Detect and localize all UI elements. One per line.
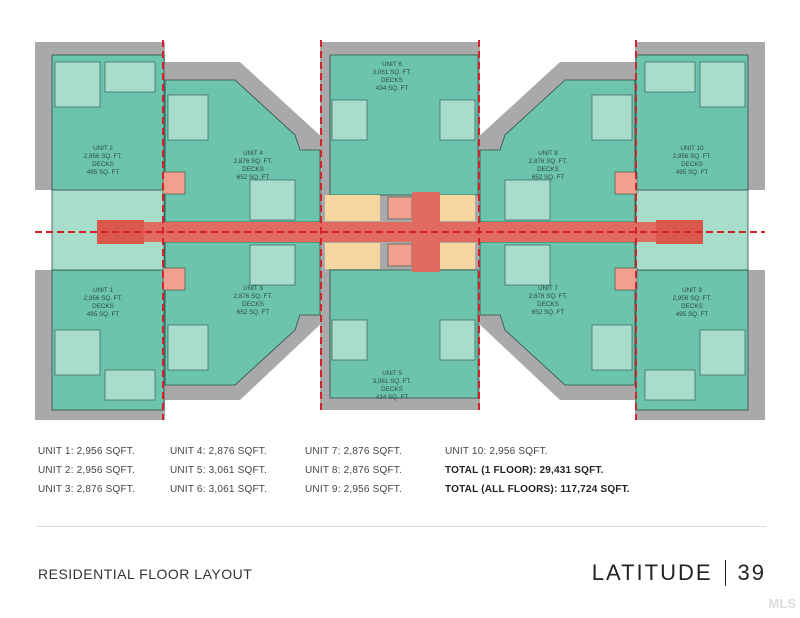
svg-text:652 SQ. FT: 652 SQ. FT [237,174,270,181]
mls-watermark: MLS [768,596,796,611]
summary-item: UNIT 6: 3,061 SQFT. [170,484,267,495]
total-all-floors: TOTAL (ALL FLOORS): 117,724 SQFT. [445,484,630,495]
brand-logo: LATITUDE 39 [592,560,766,586]
svg-text:652 SQ. FT: 652 SQ. FT [532,174,565,181]
summary-item: UNIT 4: 2,876 SQFT. [170,446,267,457]
svg-text:652 SQ. FT: 652 SQ. FT [532,309,565,316]
svg-text:652 SQ. FT: 652 SQ. FT [237,309,270,316]
summary-item: UNIT 5: 3,061 SQFT. [170,465,267,476]
svg-text:DECKS: DECKS [381,386,403,393]
svg-text:495 SQ. FT: 495 SQ. FT [676,311,709,318]
svg-text:UNIT 5: UNIT 5 [382,370,402,377]
total-one-floor: TOTAL (1 FLOOR): 29,431 SQFT. [445,465,604,476]
svg-text:UNIT 1: UNIT 1 [93,287,113,294]
svg-text:434 SQ. FT: 434 SQ. FT [376,85,409,92]
svg-text:434 SQ. FT: 434 SQ. FT [376,394,409,401]
svg-text:2,956 SQ. FT.: 2,956 SQ. FT. [84,295,123,302]
rooms [54,61,746,401]
svg-text:2,956 SQ. FT.: 2,956 SQ. FT. [84,153,123,160]
svg-text:495 SQ. FT: 495 SQ. FT [676,169,709,176]
divider [36,526,766,527]
svg-text:UNIT 8: UNIT 8 [538,150,558,157]
lobby-areas [325,195,475,269]
svg-text:DECKS: DECKS [681,161,703,168]
svg-text:2,876 SQ. FT.: 2,876 SQ. FT. [529,158,568,165]
svg-text:2,876 SQ. FT.: 2,876 SQ. FT. [234,293,273,300]
svg-text:DECKS: DECKS [381,77,403,84]
section-title: RESIDENTIAL FLOOR LAYOUT [38,566,253,582]
summary-item: UNIT 8: 2,876 SQFT. [305,465,402,476]
svg-text:2,956 SQ. FT.: 2,956 SQ. FT. [673,153,712,160]
svg-text:495 SQ. FT: 495 SQ. FT [87,311,120,318]
summary-item: UNIT 9: 2,956 SQFT. [305,484,402,495]
svg-text:2,876 SQ. FT.: 2,876 SQ. FT. [234,158,273,165]
svg-text:DECKS: DECKS [92,303,114,310]
svg-text:DECKS: DECKS [537,166,559,173]
svg-text:2,876 SQ. FT.: 2,876 SQ. FT. [529,293,568,300]
svg-text:UNIT 7: UNIT 7 [538,285,558,292]
svg-text:UNIT 3: UNIT 3 [243,285,263,292]
unit-dividers [35,40,765,420]
page-number: 39 [737,560,766,585]
svg-text:UNIT 10: UNIT 10 [680,145,704,152]
svg-text:3,061 SQ. FT.: 3,061 SQ. FT. [373,69,412,76]
svg-text:UNIT 6: UNIT 6 [382,61,402,68]
svg-text:3,061 SQ. FT.: 3,061 SQ. FT. [373,378,412,385]
summary-item: UNIT 3: 2,876 SQFT. [38,484,135,495]
svg-text:UNIT 9: UNIT 9 [682,287,702,294]
summary-item: UNIT 7: 2,876 SQFT. [305,446,402,457]
svg-text:DECKS: DECKS [681,303,703,310]
svg-text:UNIT 2: UNIT 2 [93,145,113,152]
summary-item: UNIT 10: 2,956 SQFT. [445,446,548,457]
svg-text:DECKS: DECKS [92,161,114,168]
svg-text:2,956 SQ. FT.: 2,956 SQ. FT. [673,295,712,302]
summary-item: UNIT 1: 2,956 SQFT. [38,446,135,457]
svg-text:495 SQ. FT: 495 SQ. FT [87,169,120,176]
brand-separator [724,560,726,586]
summary-item: UNIT 2: 2,956 SQFT. [38,465,135,476]
svg-text:DECKS: DECKS [537,301,559,308]
svg-text:DECKS: DECKS [242,166,264,173]
brand-name: LATITUDE [591,560,713,585]
svg-text:DECKS: DECKS [242,301,264,308]
svg-text:UNIT 4: UNIT 4 [243,150,263,157]
